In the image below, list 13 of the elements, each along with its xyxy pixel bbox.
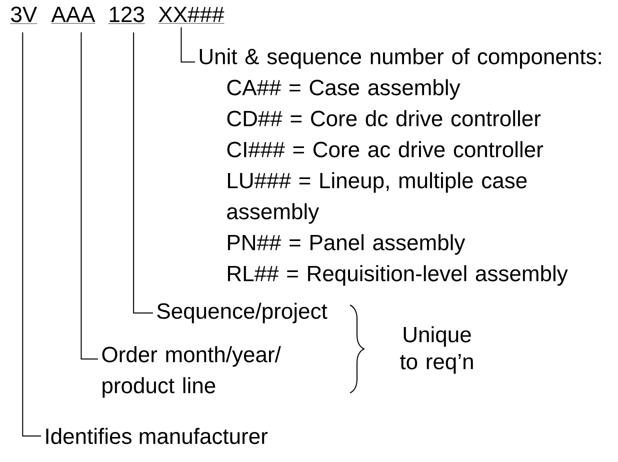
note-text: Unique to req’n <box>400 326 473 374</box>
leader-line <box>22 32 42 436</box>
description-text: Order month/year/ product line <box>102 346 281 398</box>
description-text: Sequence/project <box>157 302 328 324</box>
code-segment: AAA <box>51 6 96 24</box>
leader-line <box>180 26 196 62</box>
description-text: Unit & sequence number of components: CA## = Case assembly CD## = Core dc drive controller CI### = Core ac drive controller LU### = Lineup, multiple case assembly PN## = Panel assembly RL## = Requisition-level assembly <box>200 48 601 286</box>
code-segment: 3V <box>10 6 38 24</box>
leader-line <box>133 32 154 314</box>
leader-line <box>80 32 98 360</box>
description-text: Identifies manufacturer <box>46 428 268 444</box>
code-segment: 123 <box>108 6 146 24</box>
code-segment: XX### <box>158 6 224 24</box>
